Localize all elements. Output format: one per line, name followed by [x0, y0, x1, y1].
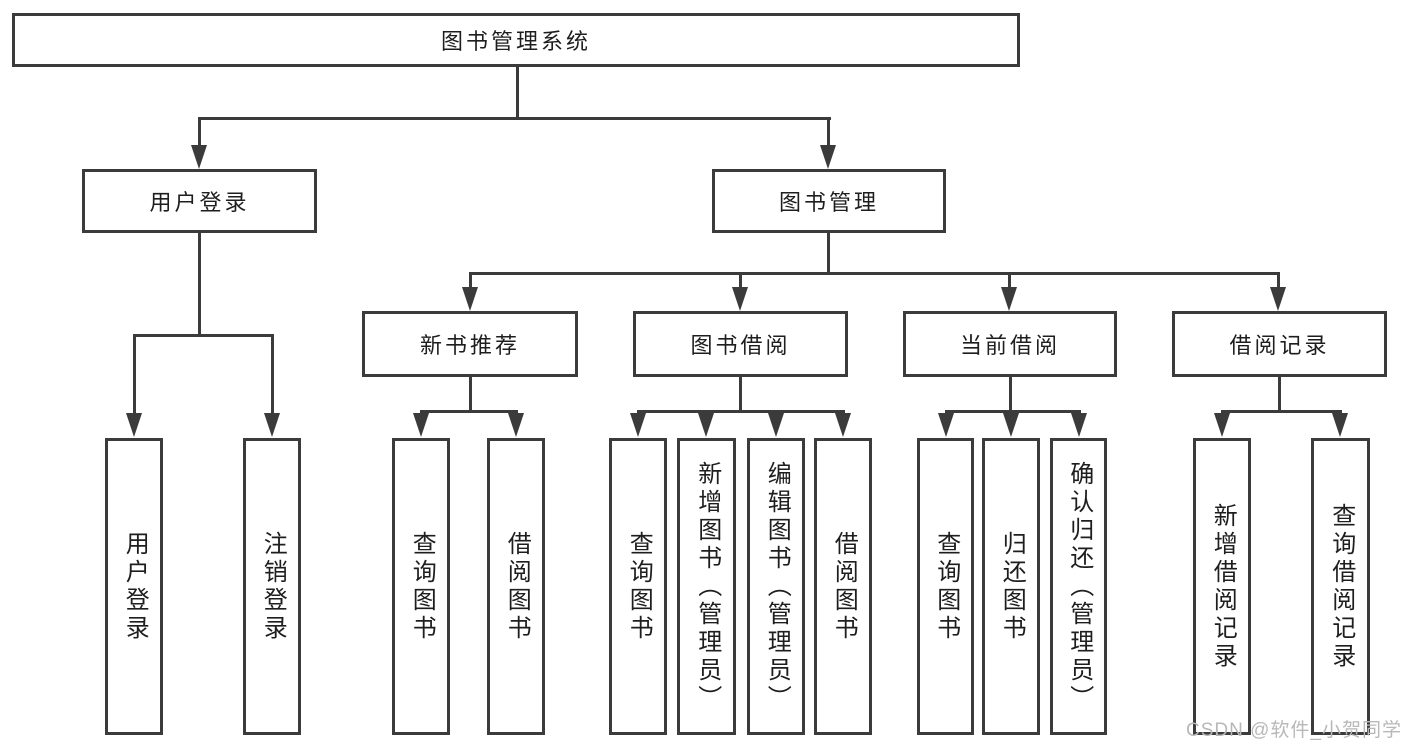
leaf-logout: 注销登录 — [243, 438, 301, 735]
connector-line — [945, 410, 1081, 413]
connector-line — [469, 377, 472, 413]
arrowhead-down-icon — [732, 287, 748, 311]
connector-line — [133, 334, 136, 414]
connector-line — [1277, 272, 1280, 288]
connector-line — [198, 117, 201, 148]
connector-line — [198, 233, 201, 336]
connector-line — [271, 334, 274, 414]
arrowhead-down-icon — [1001, 287, 1017, 311]
arrowhead-down-icon — [1071, 413, 1087, 437]
leaf-borrowing-query-books: 查询图书 — [609, 438, 667, 735]
node-book-management: 图书管理 — [712, 169, 946, 233]
leaf-recommend-borrow-books: 借阅图书 — [487, 438, 545, 735]
leaf-current-query-books: 查询图书 — [917, 438, 974, 735]
connector-line — [1278, 377, 1281, 413]
arrowhead-down-icon — [508, 413, 524, 437]
connector-line — [637, 410, 845, 413]
node-root-system: 图书管理系统 — [12, 13, 1020, 67]
connector-line — [739, 272, 742, 288]
leaf-records-query-record: 查询借阅记录 — [1311, 438, 1370, 735]
arrowhead-down-icon — [768, 413, 784, 437]
leaf-user-login: 用户登录 — [105, 438, 163, 735]
arrowhead-down-icon — [1270, 287, 1286, 311]
arrowhead-down-icon — [835, 413, 851, 437]
arrowhead-down-icon — [1214, 413, 1230, 437]
arrowhead-down-icon — [820, 145, 836, 169]
connector-line — [739, 377, 742, 413]
arrowhead-down-icon — [1332, 413, 1348, 437]
connector-line — [827, 117, 830, 148]
csdn-watermark: CSDN @软件_小贺同学 — [1186, 720, 1402, 741]
node-book-borrowing: 图书借阅 — [633, 311, 848, 377]
arrowhead-down-icon — [264, 413, 280, 437]
node-user-login: 用户登录 — [82, 169, 317, 233]
arrowhead-down-icon — [126, 413, 142, 437]
arrowhead-down-icon — [191, 145, 207, 169]
leaf-borrowing-add-books-admin: 新增图书（管理员） — [677, 438, 736, 735]
connector-line — [469, 272, 1280, 275]
connector-line — [133, 334, 274, 337]
connector-line — [199, 117, 831, 120]
arrowhead-down-icon — [698, 413, 714, 437]
arrowhead-down-icon — [462, 287, 478, 311]
leaf-recommend-query-books: 查询图书 — [392, 438, 450, 735]
connector-line — [1008, 272, 1011, 288]
node-borrowing-records: 借阅记录 — [1172, 311, 1387, 377]
node-current-borrowing: 当前借阅 — [903, 311, 1117, 377]
leaf-records-add-record: 新增借阅记录 — [1193, 438, 1251, 735]
arrowhead-down-icon — [1003, 413, 1019, 437]
arrowhead-down-icon — [938, 413, 954, 437]
connector-line — [469, 272, 472, 288]
leaf-current-return-books: 归还图书 — [982, 438, 1040, 735]
connector-line — [1009, 377, 1012, 413]
connector-line — [827, 233, 830, 275]
leaf-borrowing-edit-books-admin: 编辑图书（管理员） — [747, 438, 805, 735]
connector-line — [420, 410, 518, 413]
leaf-borrowing-borrow-books: 借阅图书 — [814, 438, 872, 735]
connector-line — [516, 67, 519, 119]
connector-line — [1221, 410, 1342, 413]
leaf-current-confirm-return-admin: 确认归还（管理员） — [1050, 438, 1107, 735]
node-new-book-recommendation: 新书推荐 — [362, 311, 578, 377]
arrowhead-down-icon — [413, 413, 429, 437]
arrowhead-down-icon — [630, 413, 646, 437]
